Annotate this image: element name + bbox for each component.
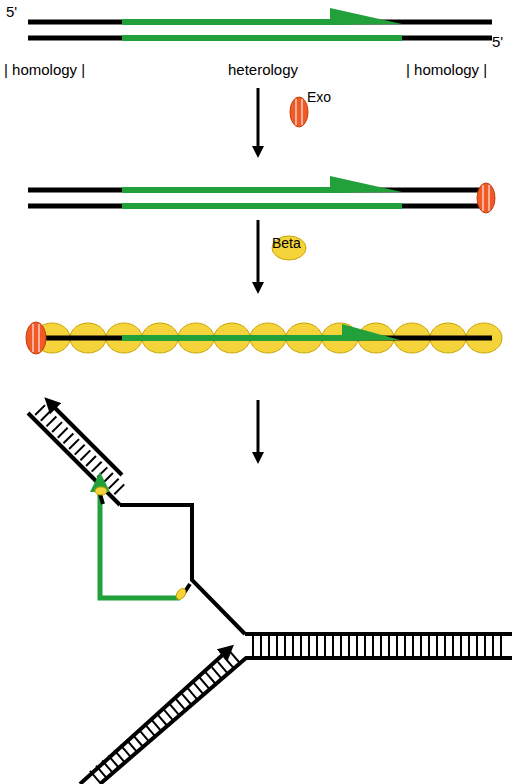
dna-strand (100, 658, 246, 784)
step-arrow (257, 88, 260, 152)
exo-oval (477, 183, 495, 213)
beta-coated-ssdna (26, 322, 502, 354)
heterology-strand (122, 19, 334, 25)
exo-stripe (295, 99, 297, 125)
exo-stripe (488, 185, 490, 211)
dna-strand (245, 656, 512, 660)
heterology-strand (122, 203, 402, 209)
base-pair-ticks (94, 657, 236, 778)
exo-stripe (301, 99, 303, 125)
beta-oval (272, 236, 306, 260)
dna-strand (28, 204, 482, 209)
base-pair-ticks (252, 636, 506, 656)
exo-protein (290, 97, 308, 127)
heterology-strand (122, 35, 402, 41)
dna-strand (28, 36, 492, 41)
protein-label: Beta (272, 236, 301, 250)
region-label: | homology | (406, 62, 487, 77)
exo-oval (290, 97, 308, 127)
heterology-arrowhead (342, 324, 400, 341)
annealed-oligo (100, 482, 180, 598)
replication-fork (28, 403, 512, 784)
dna-strand (245, 632, 512, 636)
dsdna-substrate (28, 8, 492, 38)
heterology-strand (122, 187, 334, 193)
region-label: | homology | (4, 62, 85, 77)
heterology-arrowhead (330, 8, 402, 25)
protein-label: Exo (307, 90, 331, 104)
dna-strand (30, 336, 492, 341)
region-label: heterology (228, 62, 298, 77)
exo-oval (26, 322, 46, 354)
heterology-arrowhead (330, 176, 402, 193)
dna-strand (28, 20, 492, 25)
strand-end-label: 5' (492, 34, 503, 49)
beta-oval (174, 587, 187, 601)
leading-strand-arrow (80, 650, 228, 784)
dna-strand (120, 505, 245, 634)
heterology-strand (122, 335, 346, 341)
exo-stripe (32, 324, 34, 352)
base-pair-ticks (36, 406, 120, 490)
step-arrow (257, 220, 260, 288)
exo-stripe (38, 324, 40, 352)
exo-stripe (482, 185, 484, 211)
step-arrow (257, 400, 260, 458)
strand-end-label: 5' (6, 4, 17, 19)
exo-bound-dsdna (28, 176, 495, 213)
dna-strand (100, 494, 103, 504)
dna-strand (28, 188, 482, 193)
okazaki-fragment-arrow (50, 403, 122, 475)
beta-oval (95, 487, 107, 495)
